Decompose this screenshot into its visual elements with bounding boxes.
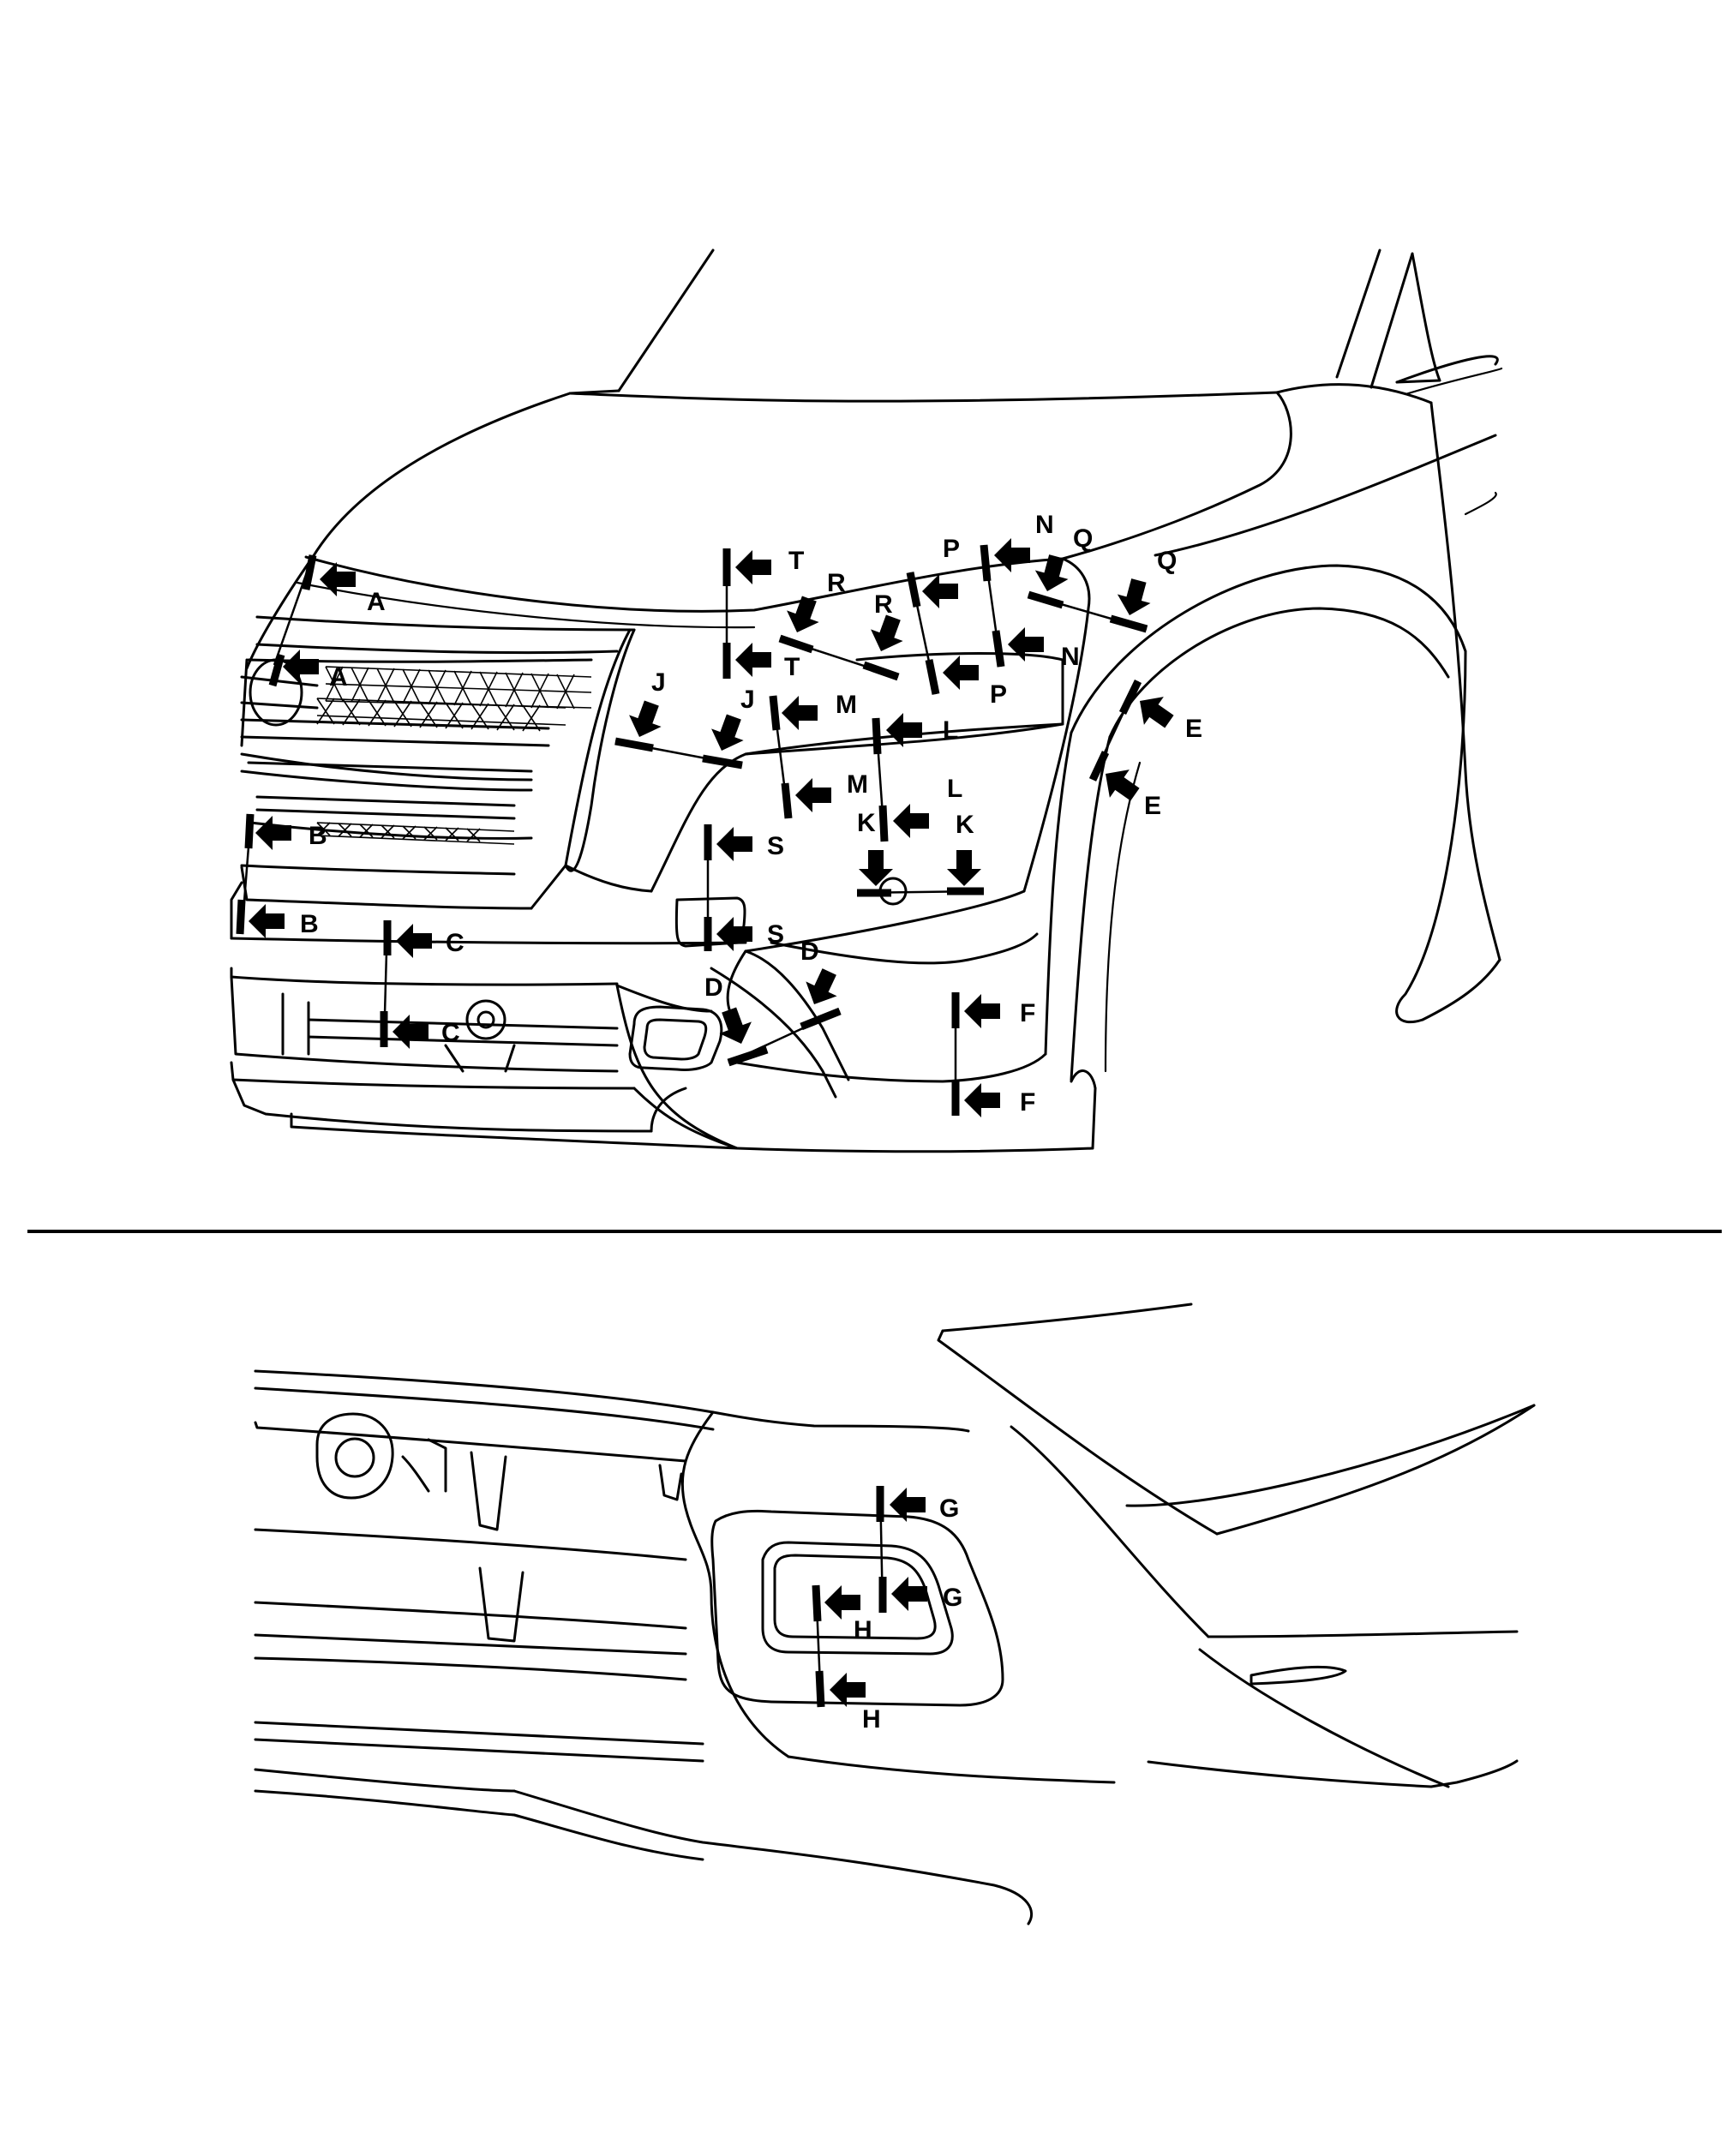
callout-arrow-icon	[283, 650, 319, 684]
callout-arrow-icon	[1112, 576, 1156, 620]
callout-label-q: Q	[1157, 547, 1177, 575]
callout-arrow-icon	[964, 994, 1000, 1028]
callout-label-n: N	[1035, 511, 1054, 539]
callout-label-f: F	[1020, 1088, 1035, 1117]
callout-label-g: G	[943, 1584, 962, 1612]
callout-label-p: P	[943, 535, 960, 563]
upper-grille-mesh	[316, 666, 592, 732]
callout-label-j: J	[740, 686, 755, 714]
callout-label-c: C	[446, 929, 464, 957]
callout-label-e: E	[1185, 715, 1202, 743]
callout-label-n: N	[1061, 643, 1080, 671]
callout-label-l: L	[943, 716, 958, 745]
callout-label-k: K	[857, 809, 876, 837]
callout-label-p: P	[990, 680, 1007, 709]
callout-arrow-icon	[795, 778, 831, 812]
bottom-view-fog-lamp-detail-outline	[254, 1303, 1536, 1925]
lower-grille-mesh	[316, 822, 515, 845]
callout-arrow-icon	[922, 574, 958, 608]
callout-label-g: G	[939, 1494, 959, 1523]
callout-label-r: R	[874, 590, 893, 619]
callout-label-a: A	[367, 588, 386, 616]
callout-label-a: A	[329, 663, 348, 692]
callout-label-r: R	[827, 569, 846, 597]
callout-label-l: L	[947, 775, 962, 803]
bottom-view-callouts: G G H H	[812, 1485, 962, 1734]
callout-label-b: B	[300, 910, 319, 938]
callout-label-f: F	[1020, 999, 1035, 1027]
callout-arrow-icon	[964, 1083, 1000, 1117]
callout-arrow-icon	[255, 816, 291, 850]
callout-label-s: S	[767, 832, 784, 860]
callout-label-t: T	[788, 547, 804, 575]
callout-arrow-icon	[824, 1585, 860, 1620]
callout-label-d: D	[704, 973, 723, 1002]
callout-label-e: E	[1144, 792, 1161, 820]
callout-arrow-icon	[705, 710, 751, 757]
callout-arrow-icon	[393, 1015, 429, 1049]
callout-label-c: C	[441, 1019, 460, 1047]
callout-arrow-icon	[249, 904, 285, 938]
top-view-callouts: A A B B C C D D E E	[236, 511, 1202, 1117]
callout-label-t: T	[784, 653, 800, 681]
callout-arrow-icon	[781, 592, 826, 638]
callout-arrow-icon	[716, 917, 752, 951]
callout-label-h: H	[854, 1616, 872, 1644]
callout-arrow-icon	[893, 804, 929, 838]
callout-arrow-icon	[735, 550, 771, 584]
callout-arrow-icon	[716, 827, 752, 861]
callout-arrow-icon	[947, 850, 981, 886]
callout-arrow-icon	[623, 697, 668, 743]
callout-arrow-icon	[798, 964, 845, 1012]
callout-arrow-icon	[943, 656, 979, 690]
callout-label-j: J	[651, 668, 666, 697]
callout-arrow-icon	[735, 643, 771, 677]
callout-label-d: D	[800, 937, 819, 966]
callout-label-h: H	[862, 1705, 881, 1734]
callout-arrow-icon	[994, 538, 1030, 572]
callout-label-q: Q	[1073, 524, 1093, 553]
callout-arrow-icon	[782, 696, 818, 730]
callout-label-b: B	[309, 822, 327, 850]
callout-arrow-icon	[396, 924, 432, 958]
callout-label-m: M	[847, 770, 868, 799]
callout-label-m: M	[836, 691, 857, 719]
top-view-vehicle-outline	[230, 249, 1503, 1153]
callout-label-s: S	[767, 920, 784, 949]
callout-label-k: K	[956, 811, 974, 839]
